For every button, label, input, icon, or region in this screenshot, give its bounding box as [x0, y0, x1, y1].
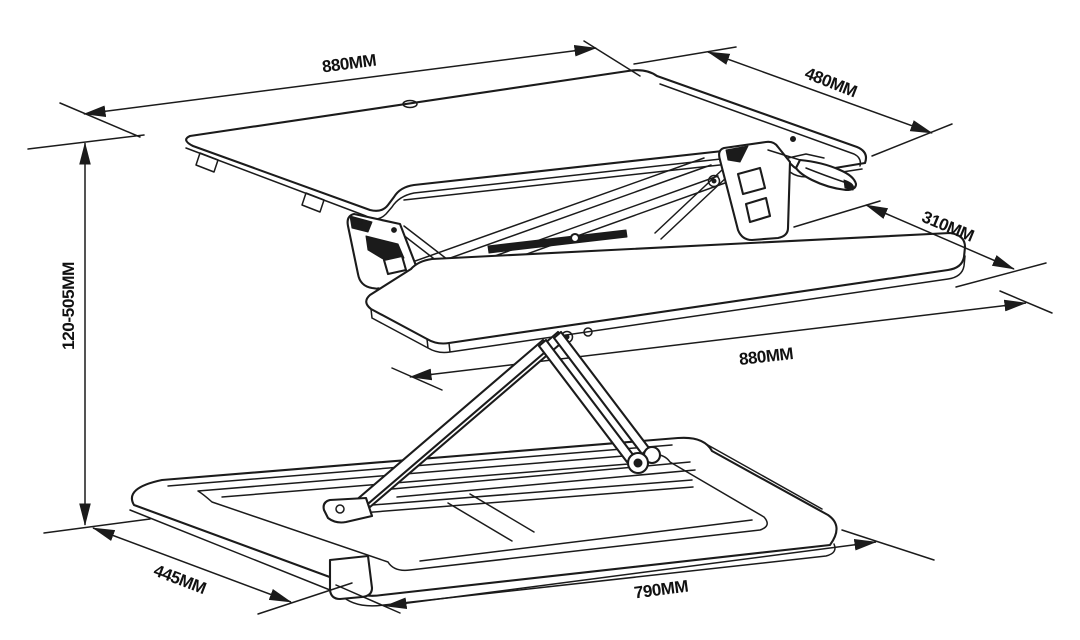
right-bracket-hole-b: [744, 196, 772, 224]
extension-line: [27, 134, 151, 534]
tray-top-face: [365, 231, 967, 345]
scissor-legs: [322, 330, 694, 524]
dimension-height-range: 120-505MM: [27, 134, 151, 534]
dimension-label: 880MM: [738, 344, 794, 369]
dimension-line: [865, 204, 1015, 270]
wing-screw: [790, 136, 796, 142]
leg-pivot-bolt: [335, 504, 345, 514]
rear-tie-bar: [333, 479, 694, 516]
dimension-line: [707, 51, 933, 134]
arm-end-ring: [707, 174, 721, 188]
mount-tab-right: [301, 192, 325, 213]
dimension-line: [92, 527, 292, 603]
left-bracket-screw-b: [391, 227, 397, 233]
dimension-label: 790MM: [633, 576, 690, 602]
roller-axle: [633, 458, 643, 468]
leg-base-pivot-bracket: [322, 496, 374, 524]
arm-end-pin: [711, 178, 717, 184]
desktop-notch-inner-line: [403, 160, 757, 201]
right-bracket-wedge: [725, 145, 749, 163]
handle-paddle-line: [805, 167, 845, 183]
base-frame: [129, 436, 838, 607]
extension-line: [633, 46, 953, 157]
leg-right-front: [537, 338, 636, 464]
dimension-tray-width: 880MM: [391, 290, 1053, 391]
dimension-label: 120-505MM: [59, 262, 78, 350]
upper-linkage: [397, 157, 729, 289]
right-bracket-hole-a: [736, 166, 767, 196]
gas-spring: [487, 229, 628, 254]
base-front-foot: [328, 554, 374, 601]
mount-tab-left: [195, 152, 219, 173]
dimension-label: 880MM: [321, 50, 378, 76]
dimension-label: 445MM: [151, 561, 209, 598]
dimension-line: [83, 44, 597, 118]
dimension-base-width: 790MM: [335, 529, 935, 614]
base-outer: [130, 436, 838, 597]
handle-link: [767, 149, 825, 161]
left-bracket-screw-a: [357, 219, 363, 225]
keyboard-tray: [365, 231, 967, 354]
gas-spring-joint: [569, 232, 581, 244]
center-cross-rail: [447, 493, 535, 542]
base-inner-opening: [197, 453, 768, 572]
dimension-line: [384, 539, 877, 609]
desktop-right-edge-band: [659, 83, 862, 167]
left-bracket-hole: [382, 254, 408, 276]
extension-line: [257, 582, 353, 615]
handle-tip: [843, 179, 855, 191]
desktop-surface: [185, 69, 868, 220]
right-bracket: [707, 140, 792, 242]
desktop-edge-band: [185, 147, 863, 220]
height-adjust-handle: [767, 149, 858, 192]
